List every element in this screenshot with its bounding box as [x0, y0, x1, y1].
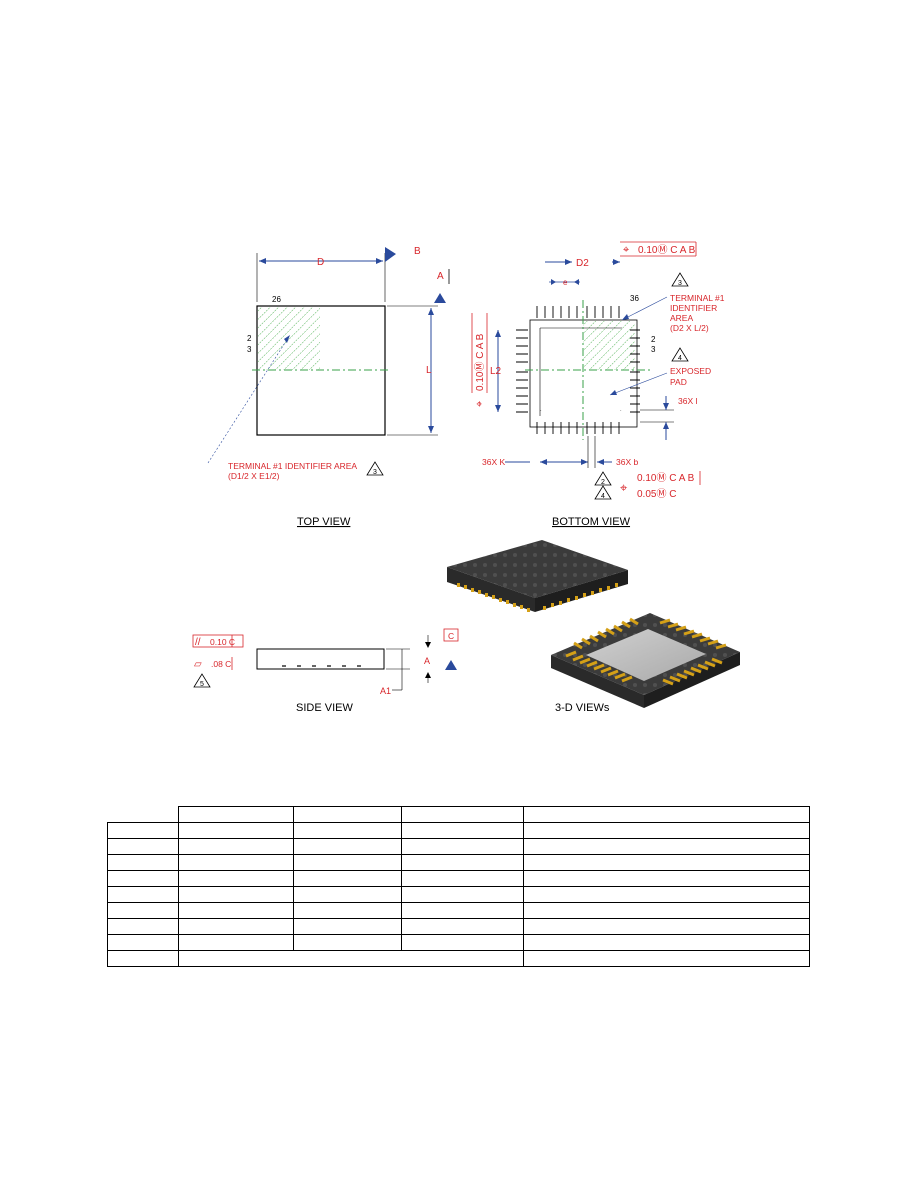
three-d-exposed-pad	[586, 629, 706, 681]
top-view-dim-d: D	[317, 257, 324, 268]
side-fcf-2: .08 C	[211, 659, 231, 669]
side-fcf-1-frame	[192, 634, 244, 648]
table-row	[107, 886, 810, 903]
top-view-title: TOP VIEW	[297, 516, 351, 528]
bottom-fcf-top-symbol: ⌖	[623, 244, 629, 256]
table-row	[107, 902, 810, 919]
table-row	[107, 870, 810, 887]
side-fcf-1: 0.10 C	[210, 637, 235, 647]
bottom-dim-36xk: 36X K	[482, 457, 505, 467]
bottom-fcf-bottom-symbol: ⌖	[620, 480, 628, 495]
bottom-fcf-top-text: 0.10Ⓜ C A B	[638, 244, 696, 256]
note-triangle	[671, 272, 689, 287]
bottom-dim-e: e	[563, 278, 568, 287]
bottom-fcf-bottom-1: 0.10Ⓜ C A B	[637, 472, 695, 484]
bottom-pin-3: 3	[651, 345, 656, 354]
bottom-dim-d2: D2	[576, 258, 589, 269]
table-row	[107, 934, 810, 951]
bottom-dim-36xl: 36X l	[678, 396, 697, 406]
note-triangle	[366, 461, 384, 476]
dimension-table	[107, 806, 810, 967]
top-view-identifier-size: (D1/2 X E1/2)	[228, 471, 280, 481]
three-d-view-bottom	[551, 613, 740, 708]
bottom-fcf-left-symbol: ⌖	[474, 401, 486, 407]
bottom-terminal-label-1: TERMINAL #1	[670, 293, 725, 303]
top-view-identifier-hatch	[258, 307, 320, 370]
side-datum-c-frame	[443, 628, 459, 642]
bottom-pin-2: 2	[651, 335, 656, 344]
top-view-pin-3: 3	[247, 345, 252, 354]
side-view-title: SIDE VIEW	[296, 702, 353, 714]
side-view: // 0.10 C ⏥ .08 C 5 A1 A C SIDE VIEW	[192, 628, 459, 714]
bottom-dim-l2: L2	[490, 366, 502, 377]
top-view-pin-first: 26	[272, 295, 281, 304]
note-triangle	[594, 471, 612, 486]
bottom-dim-36xb: 36X b	[616, 457, 638, 467]
side-view-body	[256, 648, 385, 670]
top-view: D B A L 26 2 3 TERMINAL #1 IDENTIFIER AR…	[207, 246, 450, 528]
bottom-view-title: BOTTOM VIEW	[552, 516, 631, 528]
bottom-terminal-label-3: AREA	[670, 313, 693, 323]
side-dim-a: A	[424, 656, 430, 666]
side-fcf-1-symbol: //	[195, 637, 201, 648]
side-dim-a1: A1	[380, 686, 391, 696]
table-row	[107, 806, 810, 823]
bottom-view-terminals	[516, 306, 640, 434]
bottom-view-identifier-hatch	[583, 321, 635, 370]
note-number: 3	[678, 280, 682, 287]
three-d-title: 3-D VIEWs	[555, 702, 610, 714]
top-view-dim-l: L	[426, 365, 432, 376]
note-number: 2	[601, 479, 605, 486]
bottom-view: ⌖ 0.10Ⓜ C A B D2 e · ·	[471, 241, 725, 528]
note-triangle	[594, 485, 612, 500]
bottom-fcf-left: ⌖ 0.10Ⓜ C A B	[471, 313, 488, 407]
top-view-datum-b: B	[414, 246, 421, 257]
table-row	[107, 950, 810, 967]
bottom-fcf-left-text: 0.10Ⓜ C A B	[474, 333, 486, 391]
top-view-datum-a: A	[437, 271, 444, 282]
datum-b-flag	[385, 247, 396, 262]
bottom-terminal-label-2: IDENTIFIER	[670, 303, 717, 313]
table-row	[107, 918, 810, 935]
datum-a-triangle	[434, 293, 446, 303]
bottom-terminal-label-4: (D2 X L/2)	[670, 323, 709, 333]
table-row	[107, 838, 810, 855]
note-number: 3	[373, 469, 377, 476]
bottom-exposed-label-1: EXPOSED	[670, 366, 711, 376]
note-number: 5	[200, 681, 204, 688]
svg-text:·: ·	[620, 408, 622, 414]
three-d-view-top	[447, 540, 628, 612]
note-triangle	[193, 673, 211, 688]
bottom-fcf-bottom-2: 0.05Ⓜ C	[637, 488, 676, 500]
bottom-exposed-label-2: PAD	[670, 377, 687, 387]
svg-text:·: ·	[540, 408, 542, 414]
table-row	[107, 822, 810, 839]
top-view-identifier-label: TERMINAL #1 IDENTIFIER AREA	[228, 461, 357, 471]
note-number: 4	[678, 355, 682, 362]
side-datum-c: C	[448, 631, 454, 641]
side-fcf-2-symbol: ⏥	[194, 659, 202, 670]
table-row	[107, 854, 810, 871]
bottom-pin-36: 36	[630, 294, 639, 303]
bottom-fcf-top: ⌖ 0.10Ⓜ C A B	[620, 241, 697, 257]
note-number: 4	[601, 493, 605, 500]
datum-c-triangle	[445, 660, 457, 670]
top-view-pin-2: 2	[247, 334, 252, 343]
note-triangle	[671, 347, 689, 362]
